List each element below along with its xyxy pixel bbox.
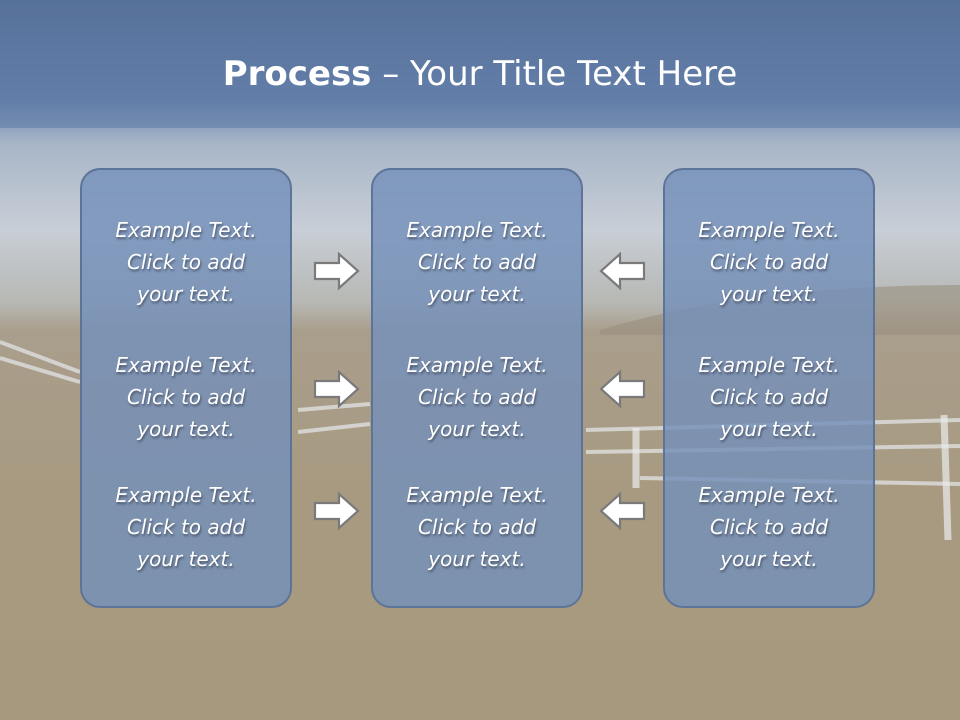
arrow-left-icon <box>599 369 646 409</box>
arrow-left-icon <box>599 251 646 291</box>
arrow-left-icon <box>599 491 646 531</box>
title-rest: – Your Title Text Here <box>371 54 738 94</box>
title-bold: Process <box>222 54 372 94</box>
arrow-right-icon <box>313 251 360 291</box>
slide-title[interactable]: Process – Your Title Text Here <box>0 52 960 96</box>
arrow-right-icon <box>313 491 360 531</box>
arrow-right-icon <box>313 369 360 409</box>
